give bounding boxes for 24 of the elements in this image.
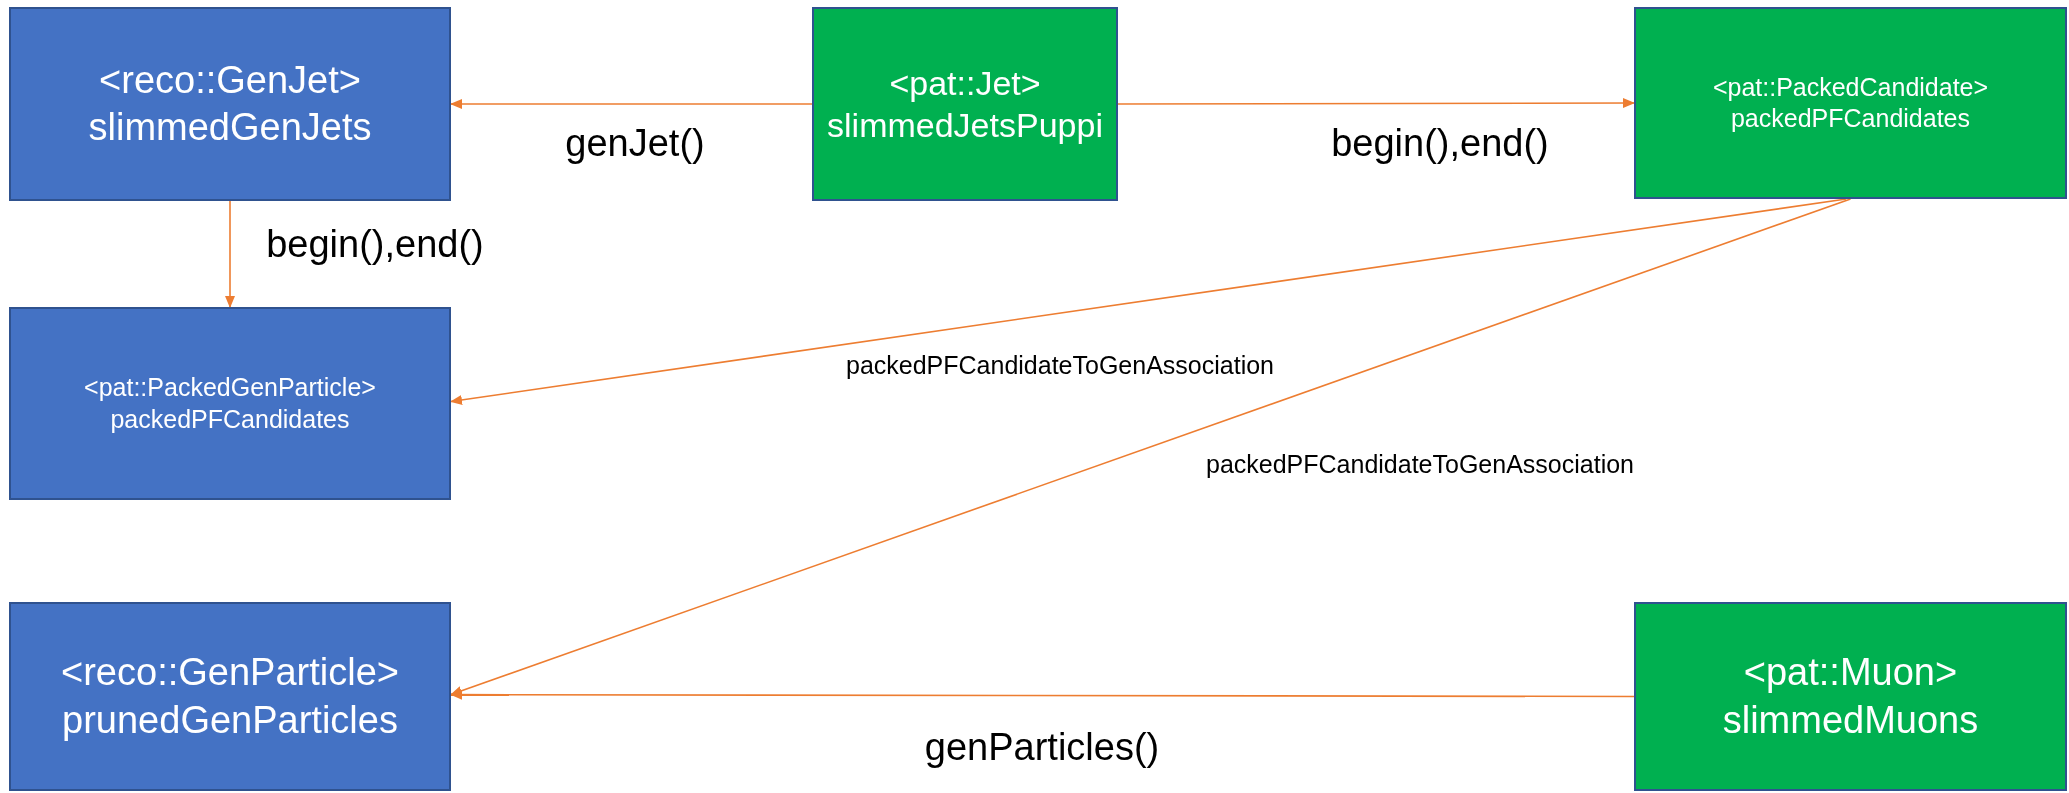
node-text: packedPFCandidates bbox=[1730, 103, 1970, 134]
node-text: <reco::GenJet> bbox=[99, 57, 361, 103]
node-text: <pat::PackedGenParticle> bbox=[84, 372, 376, 404]
node-text: <pat::Jet> bbox=[889, 62, 1041, 104]
process-box bbox=[9, 307, 451, 500]
arrow bbox=[450, 198, 1852, 696]
node-text: slimmedJetsPuppi bbox=[827, 105, 1103, 146]
arrow bbox=[450, 689, 1635, 700]
node-text: <reco::GenParticle> bbox=[61, 650, 399, 695]
node-text: <pat::PackedCandidate> bbox=[1712, 71, 1989, 103]
process-box bbox=[812, 7, 1118, 201]
node-text: <pat::Muon> bbox=[1743, 650, 1958, 695]
node-text: slimmedMuons bbox=[1722, 697, 1979, 743]
node-text: packedPFCandidates bbox=[110, 403, 350, 435]
process-box bbox=[9, 7, 451, 201]
arrow bbox=[450, 198, 1847, 405]
node-text: slimmedGenJets bbox=[88, 105, 372, 150]
arrow bbox=[1117, 98, 1635, 108]
process-box bbox=[1634, 7, 2067, 199]
process-box bbox=[1634, 602, 2067, 791]
arrow bbox=[225, 200, 235, 308]
arrow bbox=[450, 99, 813, 109]
process-box bbox=[9, 602, 451, 791]
node-text: prunedGenParticles bbox=[62, 697, 398, 743]
